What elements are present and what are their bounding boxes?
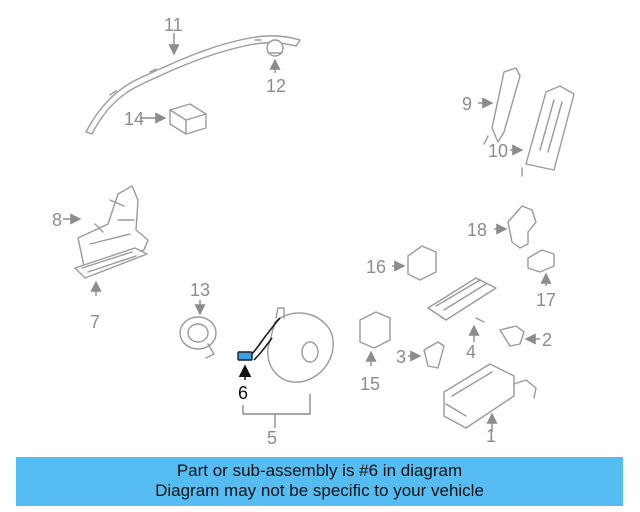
part-2-bracket: 2 <box>499 325 552 350</box>
part-6-wire-harness: 6 <box>237 317 281 403</box>
parts-diagram: 11 12 14 8 7 13 <box>52 15 575 448</box>
part-9-pillar-trim: 9 <box>462 67 521 145</box>
callout-6: 6 <box>238 383 248 403</box>
part-17-sensor: 17 <box>527 249 556 310</box>
part-5-driver-airbag: 5 <box>242 307 334 448</box>
callout-7: 7 <box>90 312 100 332</box>
callout-10: 10 <box>488 141 508 161</box>
part-15-impact-sensor: 15 <box>359 311 391 394</box>
part-1-inflator: 1 <box>443 363 537 446</box>
part-14-sensor-module: 14 <box>124 103 207 135</box>
callout-15: 15 <box>360 374 380 394</box>
callout-13: 13 <box>190 280 210 300</box>
callout-1: 1 <box>486 426 496 446</box>
part-4-passenger-airbag: 4 <box>427 277 497 362</box>
callout-12: 12 <box>266 76 286 96</box>
callout-9: 9 <box>462 94 472 114</box>
callout-4: 4 <box>466 342 476 362</box>
part-11-curtain-airbag: 11 <box>85 15 301 135</box>
callout-8: 8 <box>52 210 62 230</box>
callout-11: 11 <box>164 15 183 35</box>
part-13-clockspring: 13 <box>179 280 217 359</box>
banner-line-2: Diagram may not be specific to your vehi… <box>155 481 484 500</box>
callout-16: 16 <box>366 257 386 277</box>
callout-17: 17 <box>536 290 556 310</box>
callout-5: 5 <box>267 428 277 448</box>
part-12-cap: 12 <box>266 39 286 96</box>
part-3-bracket: 3 <box>396 341 445 369</box>
part-18-bracket: 18 <box>467 205 537 249</box>
callout-3: 3 <box>396 347 406 367</box>
part-10-side-module: 10 <box>488 85 575 177</box>
part-7-seat-airbag: 7 <box>74 247 148 332</box>
part-8-seat-frame: 8 <box>52 185 149 267</box>
callout-2: 2 <box>542 330 552 350</box>
callout-18: 18 <box>467 220 487 240</box>
part-16-sensor: 16 <box>366 245 437 281</box>
callout-14: 14 <box>124 109 144 129</box>
info-banner: Part or sub-assembly is #6 in diagram Di… <box>16 457 623 506</box>
banner-line-1: Part or sub-assembly is #6 in diagram <box>176 461 463 480</box>
